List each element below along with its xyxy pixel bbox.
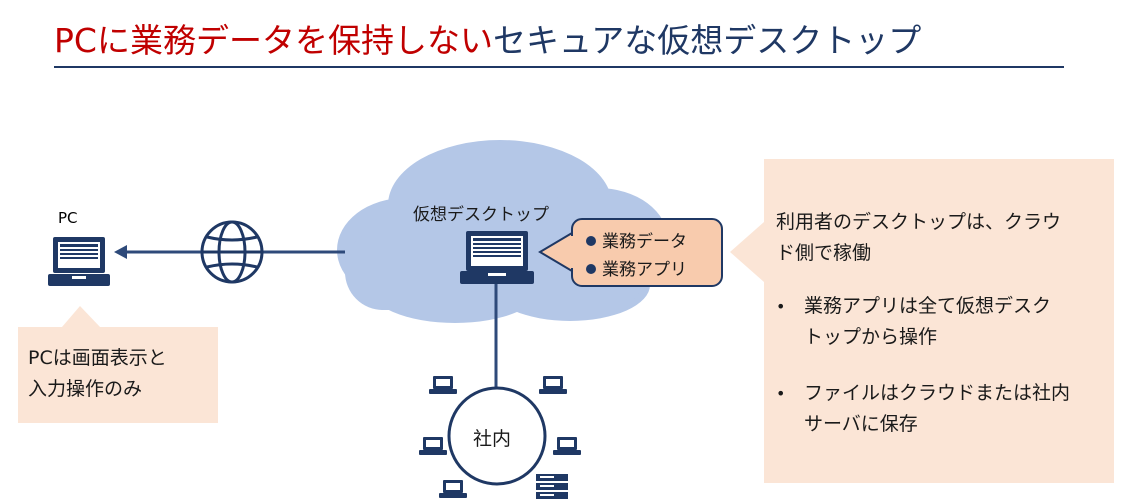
info-bullet: • ファイルはクラウドまたは社内 サーバに保存 [776,378,1106,440]
bullet-mark: • [776,384,786,403]
cloud-label: 仮想デスクトップ [413,205,549,225]
office-circle [447,386,547,486]
office-laptop-icon [439,480,467,498]
office-laptop-icon [419,437,447,455]
server-icon [536,474,568,499]
info-bullet: • 業務アプリは全て仮想デスク トップから操作 [776,291,1106,353]
tag-item-label: 業務アプリ [602,260,687,280]
office-laptop-icon [539,376,567,394]
desktop-contents-tag: 業務データ 業務アプリ [572,219,722,286]
tag-item-label: 業務データ [602,232,687,252]
arrow-head-icon [114,245,127,259]
info-bullet-line: 業務アプリは全て仮想デスク [804,295,1052,317]
virtual-desktop-icon [460,231,534,284]
tag-item: 業務データ [586,227,687,252]
title-part-red: PCに業務データを保持しない [54,21,493,60]
pc-callout-line: PCは画面表示と [28,347,167,369]
bullet-mark: • [776,297,786,316]
info-bullet-line: ファイルはクラウドまたは社内 [804,382,1071,404]
info-intro: 利用者のデスクトップは、クラウ ド側で稼働 [776,207,1106,269]
info-bullet-line: サーバに保存 [804,413,918,435]
pc-callout: PCは画面表示と 入力操作のみ [18,327,218,423]
info-callout: 利用者のデスクトップは、クラウ ド側で稼働 • 業務アプリは全て仮想デスク トッ… [764,159,1114,483]
pc-callout-pointer [62,306,100,327]
info-intro-line: 利用者のデスクトップは、クラウ [776,211,1062,233]
page-title: PCに業務データを保持しないセキュアな仮想デスクトップ [54,20,1064,68]
office-laptop-icon [553,437,581,455]
office-label: 社内 [473,428,512,450]
pc-label: PC [58,209,78,227]
laptop-icon [48,237,110,286]
info-callout-pointer [730,222,764,282]
info-intro-line: ド側で稼働 [776,242,872,264]
pc-callout-box [18,327,218,423]
tag-item: 業務アプリ [586,255,687,280]
bullet-dot-icon [586,236,596,246]
info-bullet-line: トップから操作 [804,326,938,348]
pc-callout-text: PCは画面表示と 入力操作のみ [28,343,167,405]
title-part-navy: セキュアな仮想デスクトップ [492,21,922,60]
office-laptop-icon [429,376,457,394]
bullet-dot-icon [586,264,596,274]
globe-icon [200,220,264,284]
pc-callout-line: 入力操作のみ [28,378,143,400]
